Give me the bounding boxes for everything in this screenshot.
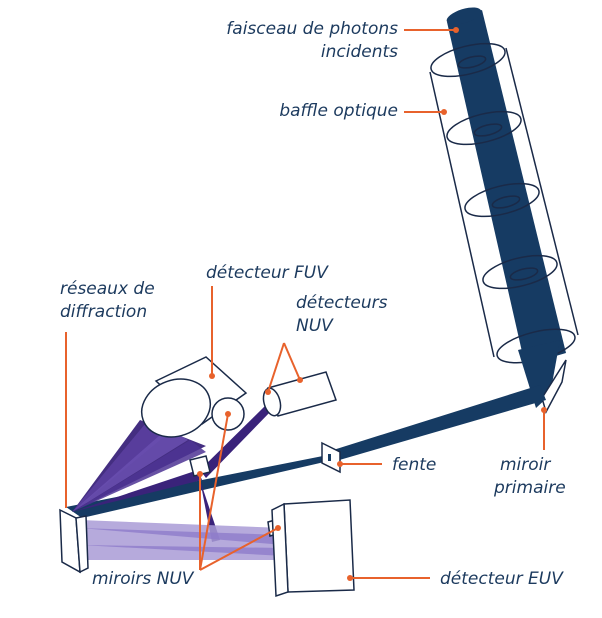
gratings-label-line1: réseaux de — [60, 279, 155, 299]
nuv-detectors-label-line1: détecteurs — [296, 293, 388, 313]
diffraction-gratings-label: réseaux de diffraction — [60, 278, 155, 324]
primary-mirror-label: miroir primaire — [494, 454, 566, 500]
euv-detector — [271, 499, 355, 598]
fuv-detector-label: détecteur FUV — [206, 263, 328, 283]
slit-label: fente — [392, 455, 437, 475]
primary-mirror-label-line2: primaire — [494, 478, 566, 498]
incident-beam-label-line1: faisceau de photons — [226, 19, 398, 39]
incident-beam-label-line2: incidents — [320, 42, 398, 62]
incident-photon-beam-label: faisceau de photons incidents — [226, 18, 398, 64]
photon-beam — [446, 7, 566, 365]
gratings-label-line2: diffraction — [60, 302, 148, 322]
euv-detector-label: détecteur EUV — [440, 569, 563, 589]
primary-mirror-label-line1: miroir — [500, 455, 551, 475]
diffraction-gratings — [59, 508, 89, 574]
nuv-mirrors-label: miroirs NUV — [92, 569, 194, 589]
beam-to-slit — [330, 385, 546, 461]
slit — [321, 441, 341, 474]
nuv-detectors-label-line2: NUV — [296, 316, 333, 336]
euv-beams — [78, 520, 284, 560]
optical-baffle — [429, 42, 579, 364]
nuv-detectors-label: détecteurs NUV — [296, 292, 387, 338]
leader-lines — [65, 29, 545, 579]
optical-baffle-label: baffle optique — [279, 101, 398, 121]
leader-dots — [197, 27, 547, 581]
